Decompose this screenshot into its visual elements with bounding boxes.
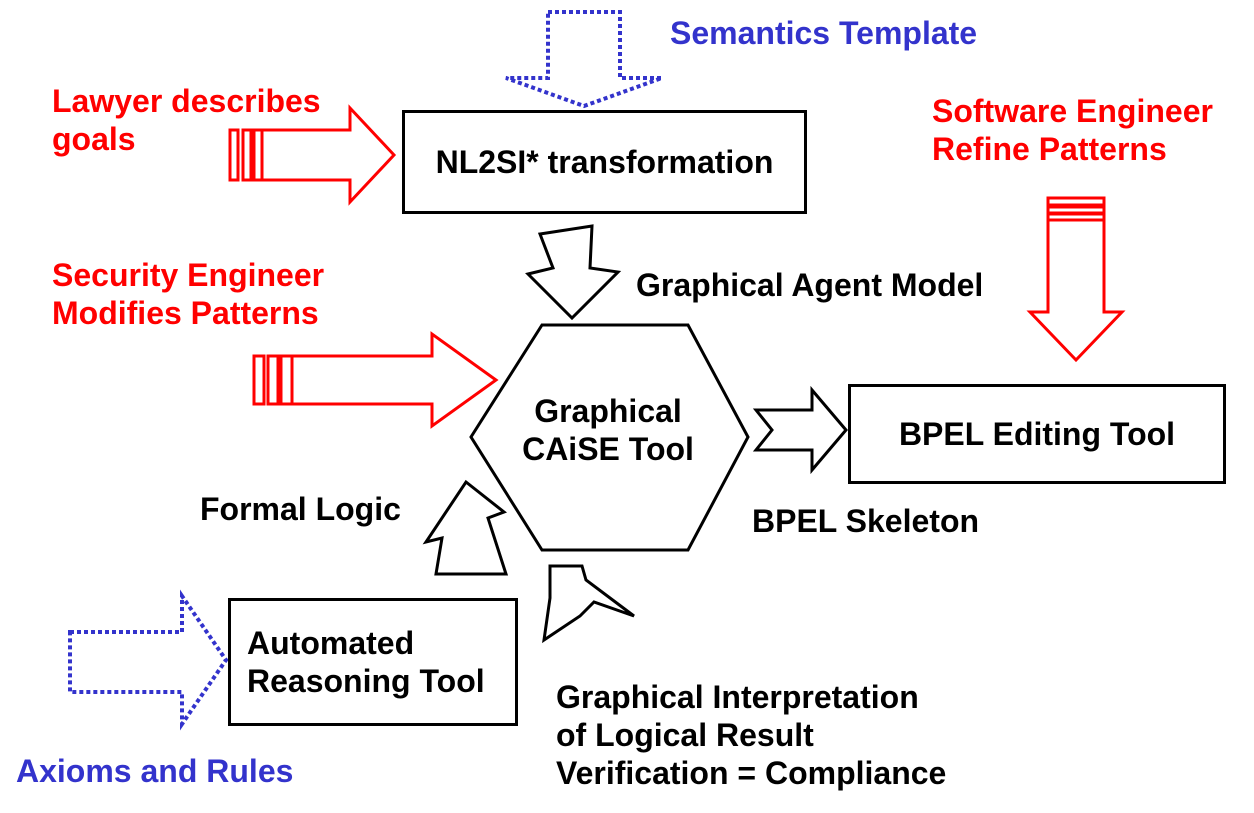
lawyer-label: Lawyer describes goals	[52, 82, 321, 158]
caise-hexagon	[469, 323, 750, 552]
software-engineer-label: Software Engineer Refine Patterns	[932, 92, 1213, 168]
lawyer-label-line2: goals	[52, 121, 136, 157]
bpel-editing-tool-box: BPEL Editing Tool	[848, 384, 1226, 484]
bpel-editor-label: BPEL Editing Tool	[898, 416, 1176, 452]
formal-logic-label: Formal Logic	[200, 491, 401, 527]
security-engineer-arrow	[252, 331, 499, 429]
graphical-agent-model-label: Graphical Agent Model	[636, 267, 984, 303]
nl2si-label: NL2SI* transformation	[435, 144, 774, 180]
reasoning-label-line2: Reasoning Tool	[247, 663, 485, 699]
interpretation-label-line2: of Logical Result	[556, 717, 814, 753]
interpretation-label-line3: Verification = Compliance	[556, 755, 947, 791]
automated-reasoning-tool-box: Automated Reasoning Tool	[228, 598, 518, 726]
semantics-template-label: Semantics Template	[670, 15, 978, 51]
lawyer-arrow	[228, 104, 397, 206]
caise-tool-label: Graphical CAiSE Tool	[491, 392, 725, 468]
semantics-template-arrow	[505, 10, 663, 109]
software-engineer-label-line1: Software Engineer	[932, 93, 1213, 129]
caise-label-line2: CAiSE Tool	[522, 431, 694, 467]
bpel-skeleton-arrow	[752, 385, 848, 475]
axioms-rules-arrow	[68, 589, 229, 731]
interpretation-arrow	[542, 564, 635, 644]
bpel-skeleton-label: BPEL Skeleton	[752, 503, 980, 539]
interpretation-label-line1: Graphical Interpretation	[556, 679, 919, 715]
security-engineer-label-line2: Modifies Patterns	[52, 295, 319, 331]
nl2si-transformation-box: NL2SI* transformation	[402, 110, 807, 214]
lawyer-label-line1: Lawyer describes	[52, 83, 321, 119]
security-engineer-label: Security Engineer Modifies Patterns	[52, 256, 324, 332]
formal-logic-arrow	[422, 479, 509, 576]
security-engineer-label-line1: Security Engineer	[52, 257, 325, 293]
reasoning-label-line1: Automated	[247, 625, 415, 661]
software-engineer-label-line2: Refine Patterns	[932, 131, 1167, 167]
software-engineer-arrow	[1026, 196, 1126, 363]
interpretation-label: Graphical Interpretation of Logical Resu…	[556, 678, 946, 792]
axioms-rules-label: Axioms and Rules	[16, 753, 294, 789]
agent-model-arrow	[525, 224, 622, 321]
caise-label-line1: Graphical	[534, 393, 682, 429]
